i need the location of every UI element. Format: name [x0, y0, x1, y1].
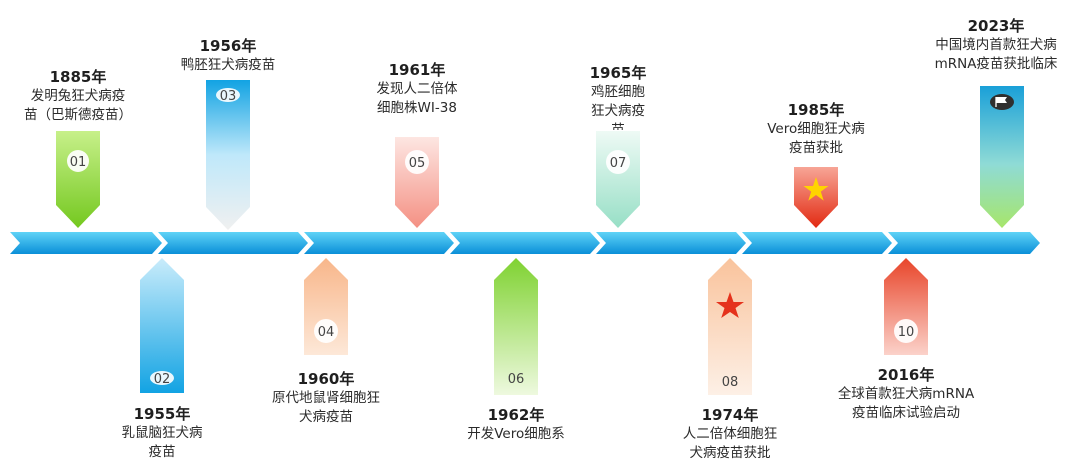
milestone-desc: 开发Vero细胞系	[467, 426, 565, 442]
milestone-desc: 原代地鼠肾细胞狂 犬病疫苗	[272, 390, 380, 425]
milestone-number: 08	[722, 375, 739, 390]
star-icon	[803, 177, 829, 201]
milestone-06-marker: 06	[494, 258, 538, 395]
milestone-desc: 乳鼠脑狂犬病 疫苗	[121, 425, 203, 460]
flag-icon	[995, 97, 1007, 107]
milestone-desc: 发现人二倍体 细胞株WI-38	[376, 81, 458, 116]
axis-segment	[450, 232, 600, 254]
milestone-year: 1962年	[487, 406, 545, 424]
milestone-desc: 鸭胚狂犬病疫苗	[180, 57, 276, 73]
milestone-label-1961: 1961年 发现人二倍体 细胞株WI-38	[332, 61, 502, 118]
milestone-09-marker	[794, 167, 838, 228]
milestone-year: 1955年	[133, 405, 191, 423]
timeline-axis	[10, 232, 1040, 254]
milestone-11-marker	[980, 86, 1024, 228]
milestone-year: 1961年	[388, 61, 446, 79]
milestone-08-marker: 08	[708, 258, 752, 395]
milestone-year: 1960年	[297, 370, 355, 388]
milestone-label-1965: 1965年 鸡胚细胞 狂犬病疫 苗	[533, 64, 703, 130]
milestone-label-1962: 1962年 开发Vero细胞系	[431, 406, 601, 444]
milestone-number: 02	[154, 372, 171, 387]
milestone-04-marker: 04	[304, 258, 348, 355]
milestone-desc: 鸡胚细胞 狂犬病疫 苗	[591, 84, 645, 130]
milestone-label-1955: 1955年 乳鼠脑狂犬病 疫苗	[77, 405, 247, 462]
milestone-desc: 全球首款狂犬病mRNA 疫苗临床试验启动	[837, 386, 975, 421]
axis-segment	[10, 232, 162, 254]
milestone-label-1974: 1974年 人二倍体细胞狂 犬病疫苗获批	[645, 406, 815, 463]
axis-segment	[158, 232, 308, 254]
milestone-number: 01	[70, 155, 87, 170]
milestone-desc: Vero细胞狂犬病 疫苗获批	[767, 121, 865, 156]
milestone-year: 2023年	[967, 17, 1025, 35]
milestone-number: 06	[508, 372, 525, 387]
milestone-year: 1885年	[49, 68, 107, 86]
milestone-02-marker: 02	[140, 258, 184, 393]
milestone-number: 03	[220, 89, 237, 104]
milestone-01-marker: 01	[56, 131, 100, 228]
milestone-year: 1965年	[589, 64, 647, 82]
milestone-label-2016: 2016年 全球首款狂犬病mRNA 疫苗临床试验启动	[821, 366, 991, 423]
milestone-label-1885: 1885年 发明兔狂犬病疫 苗（巴斯德疫苗）	[0, 68, 163, 125]
badge	[67, 150, 89, 172]
milestone-desc: 发明兔狂犬病疫 苗（巴斯德疫苗）	[24, 88, 132, 123]
milestone-year: 1985年	[787, 101, 845, 119]
star-icon	[716, 292, 744, 318]
milestone-year: 1956年	[199, 37, 257, 55]
milestone-number: 10	[898, 325, 915, 340]
milestone-desc: 中国境内首款狂犬病 mRNA疫苗获批临床	[934, 37, 1058, 72]
milestone-label-1985: 1985年 Vero细胞狂犬病 疫苗获批	[731, 101, 901, 158]
axis-segment	[596, 232, 746, 254]
milestone-03-marker: 03	[206, 80, 250, 230]
milestone-label-1956: 1956年 鸭胚狂犬病疫苗	[143, 37, 313, 75]
axis-segment	[888, 232, 1040, 254]
milestone-number: 04	[318, 325, 335, 340]
milestone-05-marker: 05	[395, 137, 439, 228]
axis-segment	[742, 232, 892, 254]
milestone-year: 2016年	[877, 366, 935, 384]
milestone-10-marker: 10	[884, 258, 928, 355]
milestone-number: 07	[610, 156, 627, 171]
axis-segment	[304, 232, 454, 254]
milestone-07-marker: 07	[596, 131, 640, 228]
milestone-number: 05	[409, 156, 426, 171]
milestone-desc: 人二倍体细胞狂 犬病疫苗获批	[682, 426, 778, 461]
milestone-label-1960: 1960年 原代地鼠肾细胞狂 犬病疫苗	[241, 370, 411, 427]
milestone-year: 1974年	[701, 406, 759, 424]
milestone-label-2023: 2023年 中国境内首款狂犬病 mRNA疫苗获批临床	[911, 17, 1080, 74]
